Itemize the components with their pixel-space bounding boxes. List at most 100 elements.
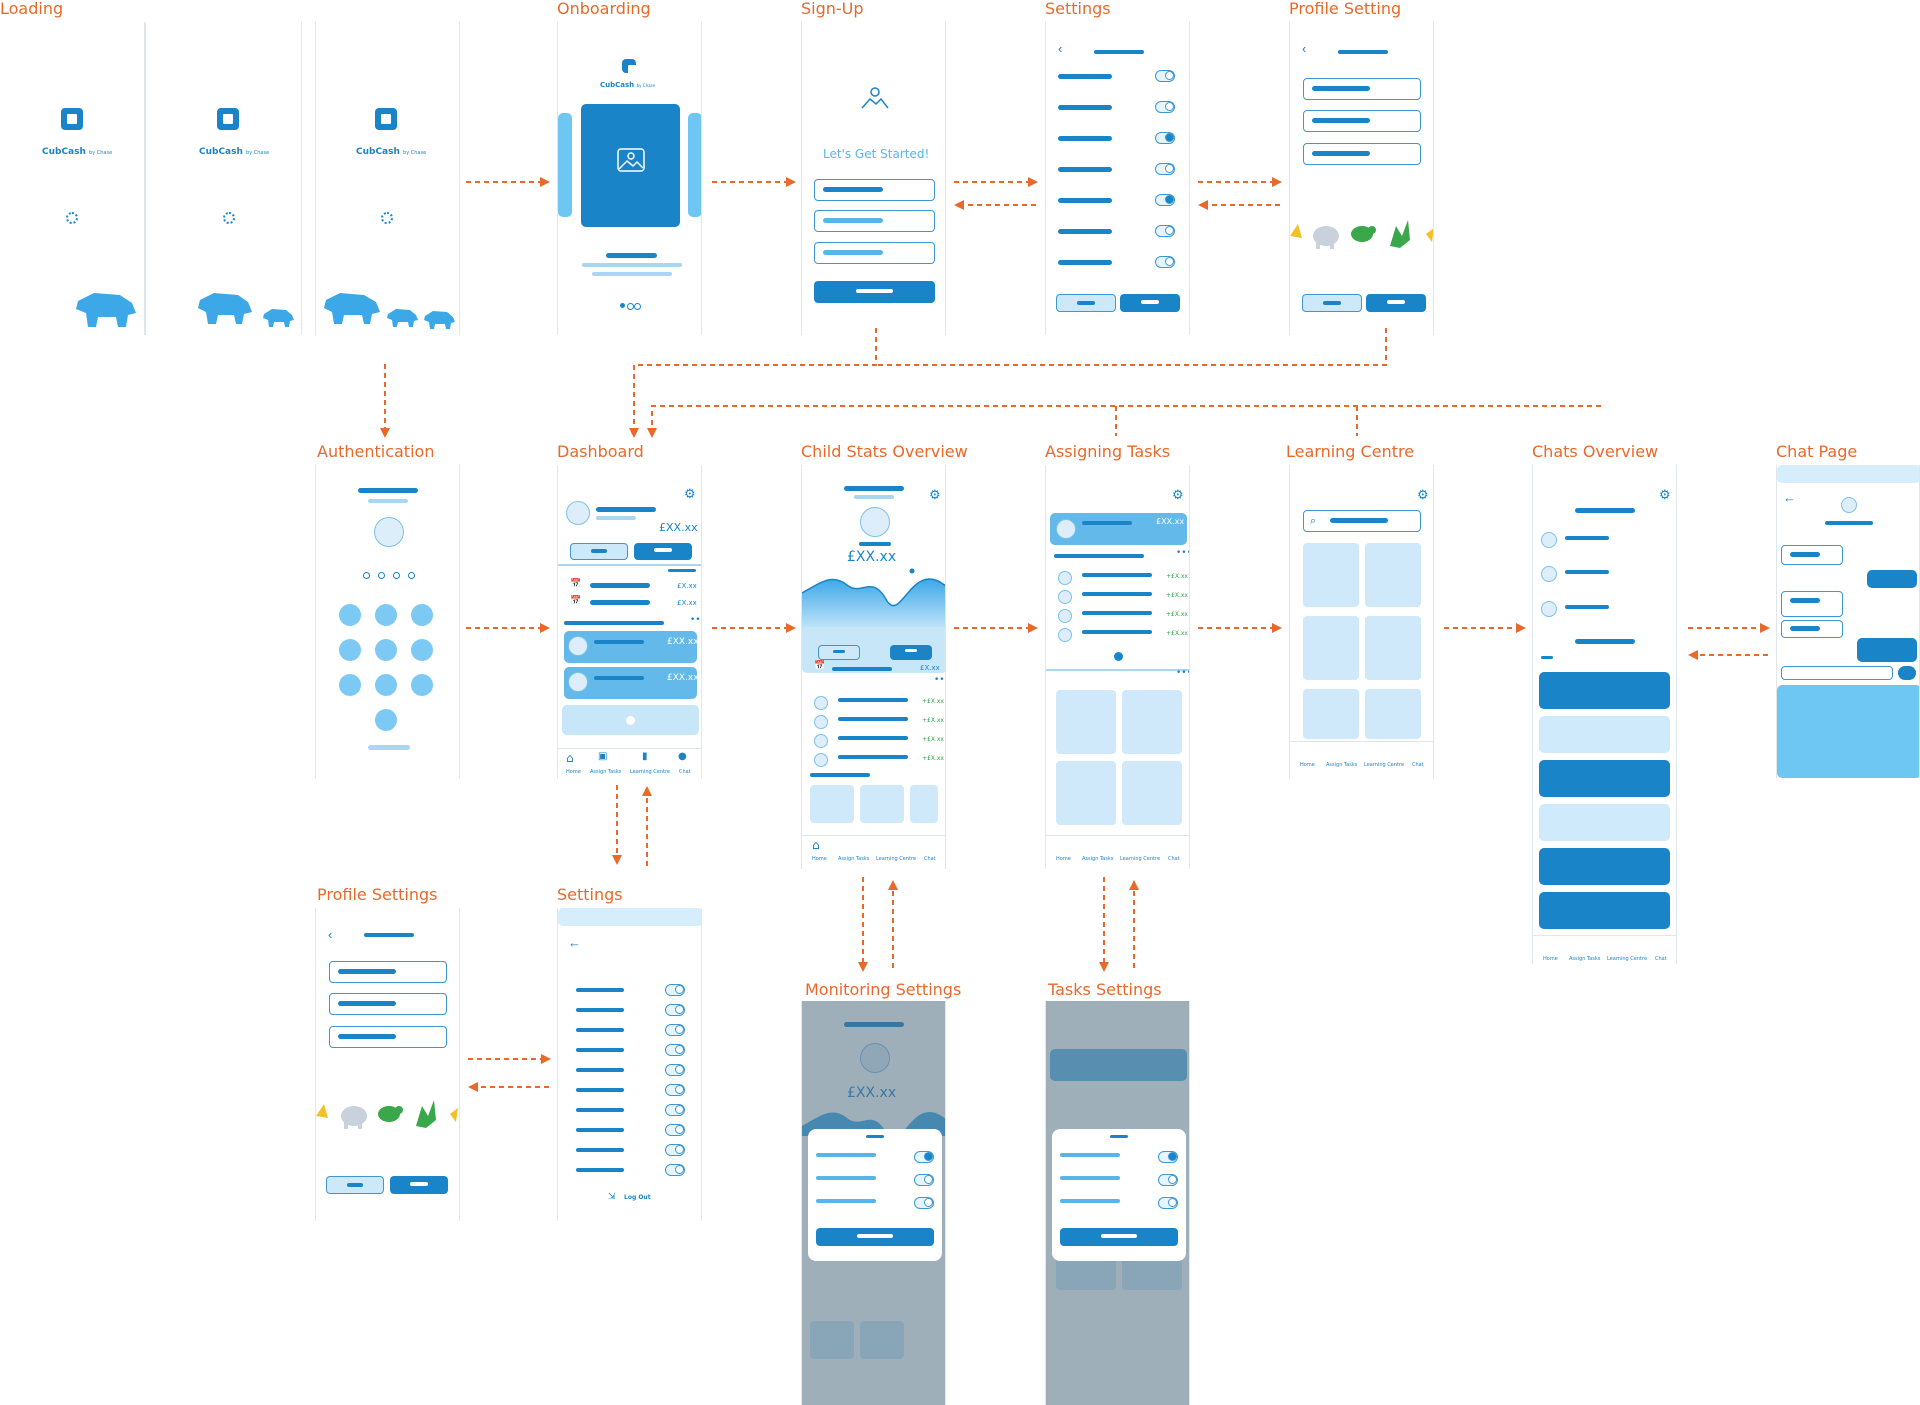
toggle[interactable] — [665, 1104, 685, 1116]
back-icon[interactable]: ← — [568, 935, 581, 950]
save-button[interactable] — [1120, 294, 1180, 312]
keypad-key[interactable] — [339, 639, 361, 661]
toggle[interactable] — [1155, 163, 1175, 175]
carousel-prev[interactable] — [558, 113, 572, 217]
toggle[interactable] — [1155, 194, 1175, 206]
image-placeholder[interactable] — [860, 785, 904, 823]
save-button[interactable] — [1366, 294, 1426, 312]
signup-field-1[interactable] — [814, 179, 935, 201]
back-icon[interactable]: ← — [1783, 490, 1796, 505]
back-icon[interactable]: ‹ — [1302, 41, 1307, 56]
toggle[interactable] — [665, 1084, 685, 1096]
child-card[interactable]: £XX.xx — [1050, 513, 1187, 545]
toggle[interactable] — [665, 984, 685, 996]
gear-icon[interactable]: ⚙ — [1417, 487, 1429, 502]
task-tile[interactable] — [1056, 761, 1116, 825]
signup-button[interactable] — [814, 281, 935, 303]
keypad-key[interactable] — [339, 604, 361, 626]
toggle[interactable] — [914, 1151, 934, 1163]
course-tile[interactable] — [1303, 543, 1359, 607]
toggle[interactable] — [1155, 225, 1175, 237]
gear-icon[interactable]: ⚙ — [929, 487, 941, 502]
chat-icon[interactable]: ● — [678, 751, 687, 762]
check-circle-icon[interactable] — [1058, 590, 1072, 604]
image-placeholder[interactable] — [810, 785, 854, 823]
course-tile[interactable] — [1365, 543, 1421, 607]
check-circle-icon[interactable] — [814, 696, 828, 710]
plus-icon[interactable] — [1114, 652, 1123, 661]
check-circle-icon[interactable] — [814, 715, 828, 729]
toggle[interactable] — [665, 1004, 685, 1016]
chat-task-row[interactable] — [1539, 892, 1670, 929]
message-input[interactable] — [1781, 666, 1893, 680]
cancel-button[interactable] — [1056, 294, 1116, 312]
keypad-key[interactable] — [375, 674, 397, 696]
search-input[interactable]: ⌕ — [1303, 510, 1421, 532]
toggle[interactable] — [1155, 256, 1175, 268]
add-tile[interactable] — [910, 785, 938, 823]
course-tile[interactable] — [1303, 616, 1359, 680]
check-circle-icon[interactable] — [1058, 628, 1072, 642]
toggle[interactable] — [914, 1197, 934, 1209]
more-icon[interactable]: ••• — [1176, 668, 1189, 678]
toggle[interactable] — [1155, 101, 1175, 113]
gear-icon[interactable]: ⚙ — [1659, 487, 1671, 502]
confirm-button[interactable] — [816, 1228, 934, 1246]
cancel-button[interactable] — [1302, 294, 1362, 312]
toggle[interactable] — [665, 1164, 685, 1176]
tab-button[interactable] — [890, 645, 932, 660]
check-circle-icon[interactable] — [1058, 609, 1072, 623]
gear-icon[interactable]: ⚙ — [1172, 487, 1184, 502]
profile-field-1[interactable] — [1303, 78, 1421, 100]
toggle[interactable] — [665, 1044, 685, 1056]
toggle[interactable] — [665, 1144, 685, 1156]
course-tile[interactable] — [1303, 689, 1359, 739]
chat-task-row[interactable] — [1539, 716, 1670, 753]
toggle[interactable] — [665, 1124, 685, 1136]
tab-button[interactable] — [570, 543, 628, 560]
gear-icon[interactable]: ⚙ — [684, 486, 696, 501]
logout-icon[interactable]: ⇲ — [608, 1192, 616, 1202]
tab-button[interactable] — [818, 645, 860, 660]
signup-field-2[interactable] — [814, 210, 935, 232]
more-icon[interactable]: ••• — [934, 675, 945, 685]
check-circle-icon[interactable] — [814, 734, 828, 748]
keypad-key[interactable] — [411, 639, 433, 661]
chat-task-row[interactable] — [1539, 848, 1670, 885]
carousel-next[interactable] — [688, 113, 701, 217]
confirm-button[interactable] — [1060, 1228, 1178, 1246]
toggle[interactable] — [665, 1064, 685, 1076]
back-icon[interactable]: ‹ — [328, 927, 333, 942]
course-tile[interactable] — [1365, 616, 1421, 680]
cancel-button[interactable] — [326, 1176, 384, 1194]
add-child-card[interactable] — [562, 705, 699, 735]
save-button[interactable] — [390, 1176, 448, 1194]
child-card[interactable]: £XX.xx — [564, 667, 699, 699]
task-tile[interactable] — [1122, 761, 1182, 825]
keyboard[interactable] — [1777, 685, 1919, 778]
toggle[interactable] — [1158, 1174, 1178, 1186]
logout-link[interactable]: Log Out — [624, 1194, 651, 1201]
task-tile[interactable] — [1056, 690, 1116, 754]
course-tile[interactable] — [1365, 689, 1421, 739]
chat-task-row[interactable] — [1539, 672, 1670, 709]
profile-field-1[interactable] — [329, 961, 447, 983]
home-icon[interactable]: ⌂ — [566, 751, 574, 765]
toggle[interactable] — [914, 1174, 934, 1186]
keypad-key[interactable] — [411, 604, 433, 626]
chat-task-row[interactable] — [1539, 760, 1670, 797]
toggle[interactable] — [1158, 1197, 1178, 1209]
home-icon[interactable]: ⌂ — [812, 838, 820, 852]
check-circle-icon[interactable] — [1058, 571, 1072, 585]
profile-field-2[interactable] — [1303, 110, 1421, 132]
toggle[interactable] — [1158, 1151, 1178, 1163]
keypad-key[interactable] — [339, 674, 361, 696]
toggle[interactable] — [1155, 70, 1175, 82]
more-icon[interactable]: ••• — [1176, 548, 1189, 558]
send-icon[interactable] — [1898, 666, 1916, 680]
profile-field-3[interactable] — [1303, 143, 1421, 165]
profile-field-3[interactable] — [329, 1026, 447, 1048]
more-icon[interactable]: ••• — [690, 615, 701, 625]
keypad-key[interactable] — [411, 674, 433, 696]
back-icon[interactable]: ‹ — [1058, 41, 1063, 56]
